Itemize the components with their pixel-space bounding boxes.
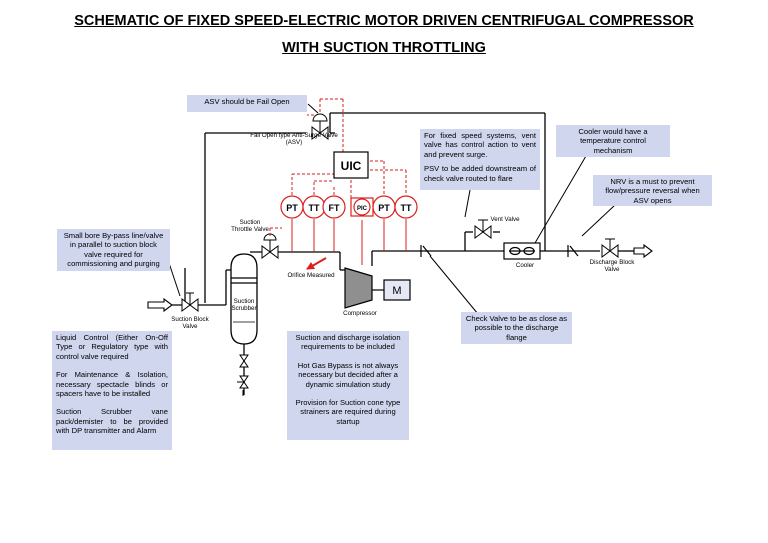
cooler-label: Cooler (515, 262, 535, 269)
pt-label-1: PT (286, 203, 298, 213)
discharge-block-valve (601, 238, 619, 258)
drain-valve (237, 354, 249, 396)
signal-lines (269, 98, 407, 236)
nrv-valve (567, 245, 579, 257)
suction-scrubber (230, 253, 258, 345)
discharge-block-label: Discharge Block Valve (589, 259, 635, 274)
suction-throttle-label: Suction Throttle Valve (231, 219, 269, 234)
asv-valve (311, 113, 329, 140)
tt-label-2: TT (401, 203, 412, 213)
orifice-label: Orifice Measured (287, 272, 335, 279)
check-valve (420, 245, 432, 257)
uic-label: UIC (341, 159, 362, 173)
ft-label: FT (329, 203, 340, 213)
note-vent: For fixed speed systems, vent valve has … (420, 129, 540, 190)
uic-box (333, 151, 369, 179)
note-liquid-control: Liquid Control (Either On-Off Type or Re… (52, 331, 172, 450)
vent-valve-label: Vent Valve (490, 216, 520, 223)
orifice-arrow (306, 257, 327, 270)
tt-label-1: TT (309, 203, 320, 213)
cooler (503, 242, 541, 260)
instrument-bubbles (280, 195, 418, 219)
note-bypass: Small bore By-pass line/valve in paralle… (57, 229, 170, 271)
note-check-valve: Check Valve to be as close as possible t… (461, 312, 572, 344)
page-title: SCHEMATIC OF FIXED SPEED-ELECTRIC MOTOR … (74, 13, 694, 29)
pt-label-2: PT (378, 203, 390, 213)
note-nrv: NRV is a must to prevent flow/pressure r… (593, 175, 712, 206)
note-suction-discharge: Suction and discharge isolation requirem… (287, 331, 409, 440)
pic-label: PIC (357, 206, 368, 212)
motor-label: M (392, 285, 401, 297)
suction-block-valve (181, 292, 199, 312)
asv-valve-label: Fail Open type Anti-Surge Valve (ASV) (250, 132, 338, 147)
outlet-arrow (633, 243, 653, 259)
note-cooler: Cooler would have a temperature control … (556, 125, 670, 157)
suction-throttle-valve (261, 233, 279, 259)
suction-block-label: Suction Block Valve (171, 316, 209, 331)
vent-valve (474, 219, 492, 239)
scrubber-label: Suction Scrubber (231, 298, 257, 313)
compressor-label: Compressor (343, 310, 377, 317)
callout-leaders (167, 103, 616, 315)
motor (383, 279, 411, 301)
process-lines (172, 112, 634, 395)
note-asv: ASV should be Fail Open (187, 95, 307, 112)
page-subtitle: WITH SUCTION THROTTLING (282, 40, 486, 56)
instrument-taps (291, 219, 407, 265)
inlet-arrow (147, 297, 173, 313)
compressor (344, 267, 384, 309)
